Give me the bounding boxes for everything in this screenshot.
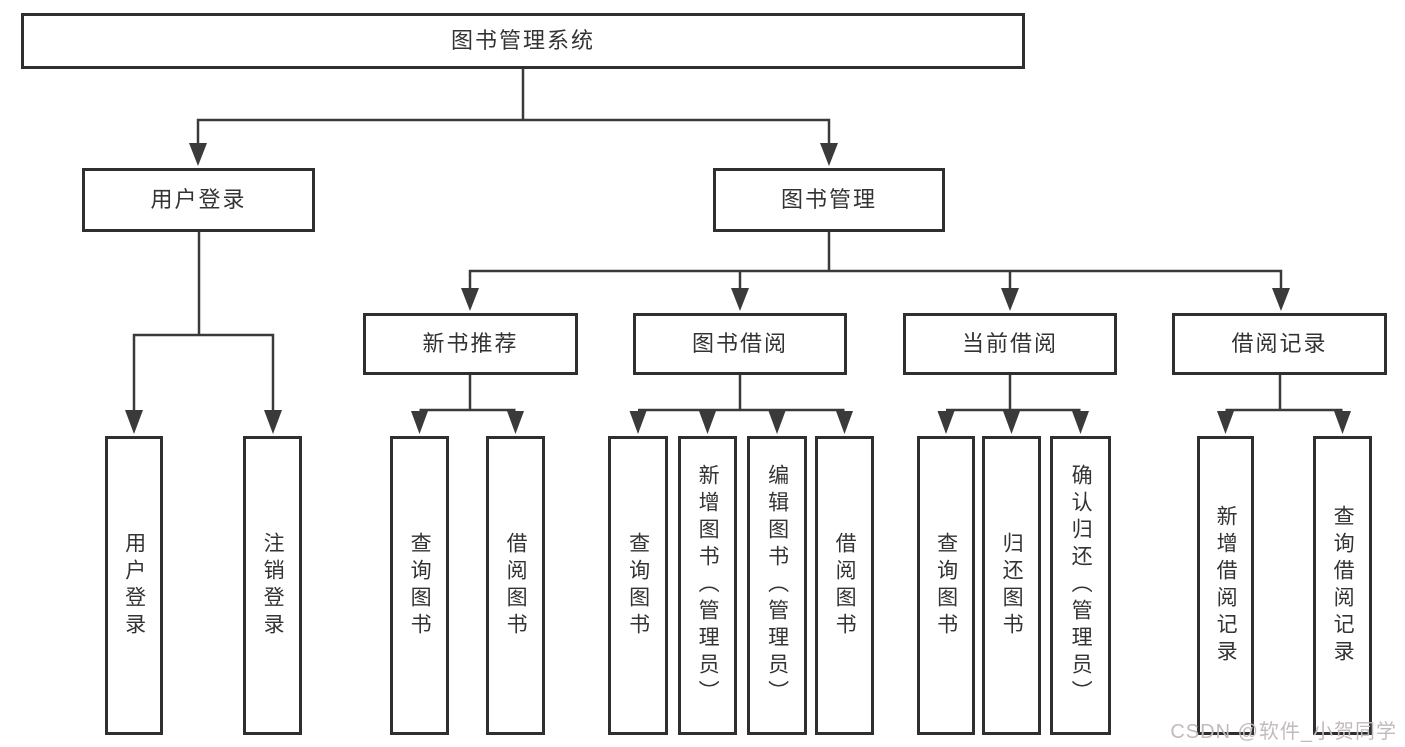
arrowhead: [1217, 411, 1234, 434]
leaf-query-books-recommend: 查询图书: [390, 436, 449, 735]
arrowhead: [629, 411, 647, 434]
leaf-borrow-books-recommend: 借阅图书: [486, 436, 545, 735]
arrowhead: [1272, 288, 1290, 311]
csdn-watermark: CSDN @软件_小贺同学: [1170, 721, 1397, 743]
node-book-borrow: 图书借阅: [633, 313, 847, 375]
connector-user-login-to-leaves: [125, 230, 282, 434]
arrowhead: [461, 288, 479, 311]
arrowhead: [1072, 411, 1089, 434]
node-current-borrow: 当前借阅: [903, 313, 1117, 375]
leaf-query-books-borrow: 查询图书: [608, 436, 668, 735]
arrowhead: [699, 411, 716, 434]
connector-new-book-recommend-to-leaves: [411, 373, 524, 434]
leaf-logout-login: 注销登录: [243, 436, 302, 735]
arrowhead: [264, 410, 282, 434]
node-root: 图书管理系统: [21, 13, 1025, 69]
arrowhead: [820, 143, 838, 166]
leaf-add-books-admin: 新增图书（管理员）: [678, 436, 737, 735]
arrowhead: [731, 288, 749, 311]
arrowhead: [836, 411, 853, 434]
arrowhead: [189, 143, 207, 166]
arrowhead: [937, 411, 955, 434]
leaf-confirm-return-admin: 确认归还（管理员）: [1050, 436, 1111, 735]
leaf-return-books: 归还图书: [982, 436, 1041, 735]
node-new-book-recommend: 新书推荐: [363, 313, 578, 375]
arrowhead: [1003, 411, 1020, 434]
arrowhead: [1001, 288, 1019, 311]
connector-current-borrow-to-leaves: [937, 373, 1089, 434]
arrowhead: [411, 411, 428, 434]
connector-root-to-level2: [189, 66, 838, 166]
connector-book-borrow-to-leaves: [629, 373, 853, 434]
arrowhead: [768, 411, 786, 434]
connector-borrow-records-to-leaves: [1217, 373, 1351, 434]
arrowhead: [1334, 411, 1351, 434]
node-borrow-records: 借阅记录: [1172, 313, 1387, 375]
node-book-management: 图书管理: [713, 168, 945, 232]
leaf-edit-books-admin: 编辑图书（管理员）: [747, 436, 807, 735]
leaf-user-login: 用户登录: [105, 436, 163, 735]
connector-book-management-to-level3: [461, 230, 1290, 311]
arrowhead: [507, 411, 524, 434]
leaf-borrow-books: 借阅图书: [815, 436, 874, 735]
node-user-login: 用户登录: [82, 168, 315, 232]
leaf-query-books-current: 查询图书: [917, 436, 975, 735]
arrowhead: [125, 410, 143, 434]
leaf-add-borrow-record: 新增借阅记录: [1197, 436, 1254, 735]
leaf-query-borrow-record: 查询借阅记录: [1313, 436, 1372, 735]
